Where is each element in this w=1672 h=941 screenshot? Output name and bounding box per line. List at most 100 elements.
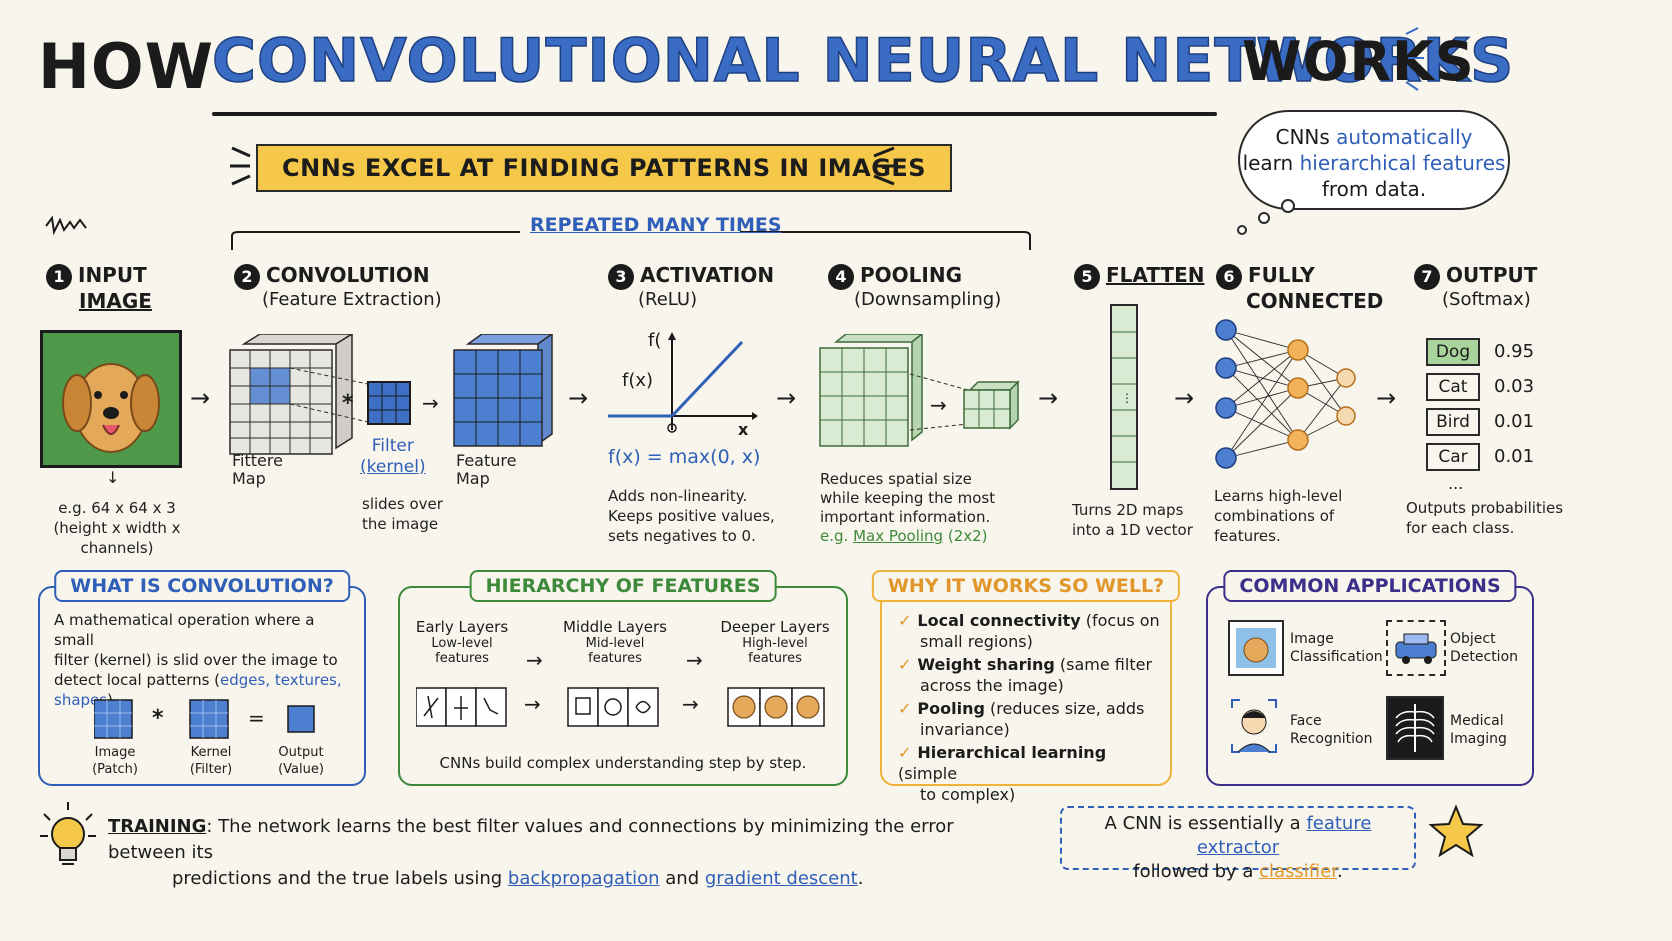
arrow-1-2: →: [190, 384, 211, 412]
op-times: *: [152, 706, 164, 731]
thought-bubble: CNNs automatically learn hierarchical fe…: [1238, 110, 1510, 210]
step4-sub: (Downsampling): [854, 289, 1002, 310]
fx-top-label: f(: [648, 330, 662, 351]
classifier-link: classifier: [1259, 861, 1337, 882]
output-class: Dog: [1426, 337, 1480, 366]
hierarchy-box-title: HIERARCHY OF FEATURES: [469, 570, 777, 602]
thought-dots-icon: [1237, 199, 1295, 235]
title-works: WORKS: [1242, 30, 1475, 93]
op-equals: =: [248, 706, 265, 730]
hierarchy-caption: CNNs build complex understanding step by…: [439, 754, 807, 772]
convolution-box-text: A mathematical operation where a small f…: [54, 611, 342, 709]
convolution-op-diagram: [94, 699, 315, 739]
emphasis-marks-right-icon: [873, 146, 895, 186]
middle-layers: Middle Layers Mid-level features: [563, 618, 667, 666]
apps-box-title: COMMON APPLICATIONS: [1223, 570, 1517, 602]
emphasis-marks-left-icon: [230, 146, 251, 186]
dog-icon: [62, 363, 160, 453]
scribble-icon: [45, 215, 87, 236]
arrow-down-small: ↓: [106, 468, 120, 487]
svg-text:⋮: ⋮: [1121, 391, 1133, 405]
svg-text:*: *: [342, 391, 354, 416]
convolution-diagram: * →: [229, 334, 554, 455]
arrow-5-6: →: [1174, 384, 1195, 412]
input-image: [40, 330, 182, 468]
output-row: Bird 0.01: [1426, 404, 1534, 439]
fx-mid-label: f(x): [622, 370, 654, 391]
face-recognition-icon: [1228, 696, 1280, 756]
output-prob: 0.03: [1494, 376, 1535, 397]
convolution-box: WHAT IS CONVOLUTION? A mathematical oper…: [38, 570, 366, 786]
svg-text:→: →: [422, 391, 439, 415]
step3-note: Adds non-linearity.Keeps positive values…: [608, 487, 775, 545]
gradient-descent-link: gradient descent: [704, 868, 858, 889]
arrow-6-7: →: [1376, 384, 1397, 412]
step7-sub: (Softmax): [1442, 289, 1531, 310]
flatten-vector: ⋮: [1110, 304, 1138, 490]
arrow-row-1: →: [524, 692, 541, 716]
repeated-bracket-icon: [231, 231, 1031, 250]
output-prob: 0.95: [1494, 341, 1535, 362]
output-list: Dog 0.95 Cat 0.03 Bird 0.01 Car 0.01 ...: [1426, 334, 1534, 493]
title-main: CONVOLUTIONAL NEURAL NETWORKS: [211, 25, 1515, 97]
why-box: WHY IT WORKS SO WELL? ✓Local connectivit…: [871, 570, 1181, 804]
feature-icons: [416, 687, 825, 727]
svg-text:→: →: [930, 393, 947, 417]
filter-label: Filter(kernel): [360, 436, 426, 477]
star-icon: [1428, 804, 1484, 858]
image-patch-label: Image(Patch): [92, 745, 138, 777]
thought-highlight-1: automatically: [1336, 125, 1473, 149]
output-row: Car 0.01: [1426, 439, 1534, 474]
output-ellipsis: ...: [1448, 474, 1464, 493]
output-row: Cat 0.03: [1426, 369, 1534, 404]
title-underline: [212, 112, 1217, 116]
output-row: Dog 0.95: [1426, 334, 1534, 369]
relu-formula: f(x) = max(0, x): [608, 446, 761, 468]
thought-highlight-2: hierarchical features: [1299, 151, 1506, 175]
output-class: Car: [1426, 442, 1480, 471]
lightbulb-icon: [40, 802, 96, 865]
step2-sub: (Feature Extraction): [262, 289, 442, 310]
step6-title-line2: CONNECTED: [1246, 289, 1384, 313]
image-classification-icon: [1228, 620, 1284, 676]
backpropagation-link: backpropagation: [507, 868, 660, 889]
output-class: Cat: [1426, 372, 1480, 401]
why-box-title: WHY IT WORKS SO WELL?: [871, 570, 1181, 602]
medical-imaging-icon: [1386, 696, 1444, 760]
x-axis-label: x: [738, 420, 749, 439]
banner: CNNs EXCEL AT FINDING PATTERNS IN IMAGES: [256, 144, 953, 192]
arrow-2-3: →: [568, 384, 589, 412]
output-class: Bird: [1426, 407, 1480, 436]
sparkle-icon: [1405, 27, 1424, 91]
output-prob: 0.01: [1494, 446, 1535, 467]
arrow-row-2: →: [682, 692, 699, 716]
feature-extractor-link: feature extractor: [1196, 813, 1372, 858]
arrow-early-middle: →: [526, 648, 543, 672]
pooling-diagram: →: [819, 334, 1020, 447]
relu-graph: [608, 332, 758, 433]
summary-box: A CNN is essentially a feature extractor…: [1060, 806, 1416, 882]
convolution-box-title: WHAT IS CONVOLUTION?: [54, 570, 350, 602]
hierarchy-box: HIERARCHY OF FEATURES Early Layers Low-l…: [398, 570, 848, 786]
output-value-label: Output(Value): [278, 745, 324, 777]
